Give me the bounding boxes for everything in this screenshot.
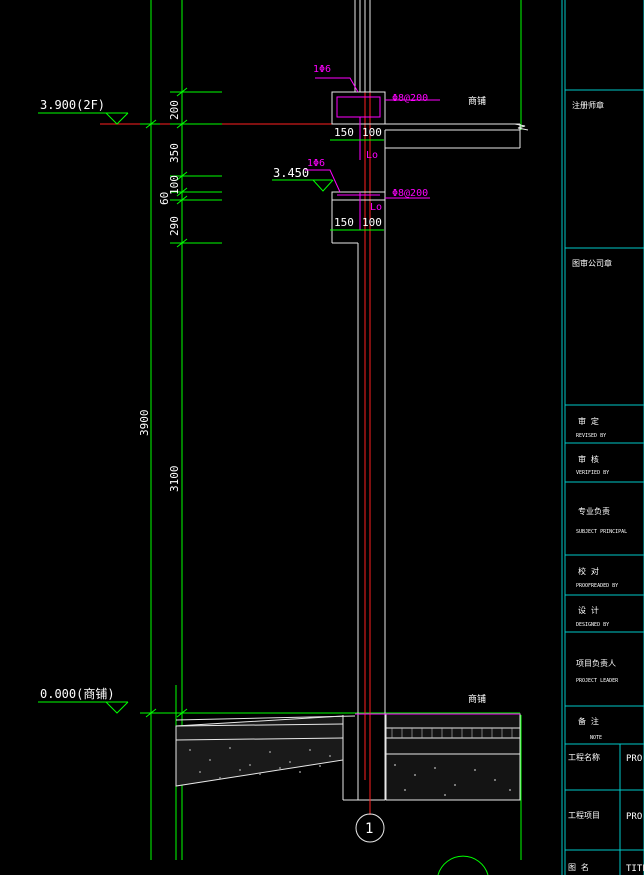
dim-150-top: 150 xyxy=(334,126,354,139)
tb-row-8-cn: 备 注 xyxy=(578,716,599,726)
tb-row-4-cn: 专业负责 xyxy=(578,506,610,516)
tb-row-5-en: PROOFREADED BY xyxy=(576,583,618,589)
dim-100-top: 100 xyxy=(362,126,382,139)
tb-row-7-cn: 项目负责人 xyxy=(576,658,616,668)
elevation-marker-ground: 0.000(商铺) xyxy=(38,686,129,714)
tb-row-0-cn: 注册师章 xyxy=(572,100,604,110)
dim-100: 100 xyxy=(168,175,181,195)
tb-row-2-cn: 审 定 xyxy=(578,416,599,426)
tb-row-7-en: PROJECT LEADER xyxy=(576,678,619,684)
elevation-label-ground: 0.000(商铺) xyxy=(40,686,115,701)
tb-project-name-label: 工程名称 xyxy=(568,752,600,762)
dim-100-mid: 100 xyxy=(362,216,382,229)
tb-drawing-value: TITL xyxy=(626,864,644,874)
room-label-lower: 商铺 xyxy=(468,693,486,705)
rebar-callout-top: 1Φ6 Φ8@200 Lo xyxy=(313,64,440,161)
elevation-marker-mid: 3.450 xyxy=(272,166,334,192)
tb-row-8-en: NOTE xyxy=(590,735,602,741)
rebar-top-tie: 1Φ6 xyxy=(313,64,331,75)
ledge-3450 xyxy=(331,191,386,244)
elevation-label-2f: 3.900(2F) xyxy=(40,98,105,112)
dim-60: 60 xyxy=(158,192,171,205)
tb-sub-project-label: 工程项目 xyxy=(568,811,600,820)
axis-label: 1 xyxy=(365,821,373,837)
rebar-top-lap: Lo xyxy=(366,150,378,161)
title-block xyxy=(561,0,644,875)
axis-bubble: 1 xyxy=(355,813,385,843)
beam-2f xyxy=(331,91,529,243)
tb-drawing-label: 图 名 xyxy=(568,862,589,872)
tb-row-2-en: REVISED BY xyxy=(576,433,606,439)
tb-row-6-en: DESIGNED BY xyxy=(576,622,609,628)
dim-200: 200 xyxy=(168,100,181,120)
tb-project-name-value: PRO xyxy=(626,754,642,764)
elevation-label-mid: 3.450 xyxy=(273,166,309,180)
dim-150-mid: 150 xyxy=(334,216,354,229)
bubble-partial xyxy=(437,855,489,875)
rebar-callout-mid: 1Φ6 Φ8@200 Lo xyxy=(305,158,430,213)
beam-dimensions: 150 100 150 100 xyxy=(330,126,384,231)
tb-row-1-cn: 图审公司章 xyxy=(572,258,612,268)
tb-row-4-en: SUBJECT PRINCIPAL xyxy=(576,529,627,535)
dim-290: 290 xyxy=(168,216,181,236)
tb-row-5-cn: 校 对 xyxy=(578,566,599,576)
rebar-mid-spacing: Φ8@200 xyxy=(392,188,428,199)
ground-fill-right xyxy=(385,713,521,801)
tb-sub-project-value: PRO xyxy=(626,812,642,822)
dimension-chain: 200 350 100 60 290 3900 3100 xyxy=(138,87,222,718)
rebar-mid-tie: 1Φ6 xyxy=(307,158,325,169)
ground-fill-left xyxy=(175,715,356,787)
room-label-upper: 商铺 xyxy=(468,95,486,107)
elevation-marker-2f: 3.900(2F) xyxy=(38,98,129,125)
tb-row-3-en: VERIFIED BY xyxy=(576,470,609,476)
dim-350: 350 xyxy=(168,143,181,163)
column xyxy=(342,0,386,801)
rebar-top-spacing: Φ8@200 xyxy=(392,93,428,104)
tb-row-3-cn: 审 核 xyxy=(578,454,599,464)
rebar-mid-lap: Lo xyxy=(370,202,382,213)
dim-3100: 3100 xyxy=(168,466,181,493)
tb-row-6-cn: 设 计 xyxy=(578,605,599,615)
dim-3900: 3900 xyxy=(138,410,151,437)
